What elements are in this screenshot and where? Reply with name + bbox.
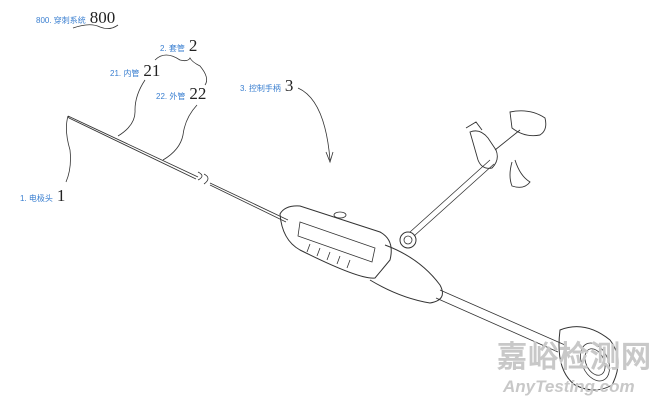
arrow-3	[325, 151, 334, 164]
stopcock	[465, 110, 547, 188]
handle-nose	[279, 205, 392, 279]
label-system: 800. 穿刺系统	[36, 16, 86, 25]
side-arm	[409, 159, 495, 237]
ref-number-1: 1	[56, 186, 66, 205]
watermark-en: AnyTesting.com	[503, 377, 635, 396]
ref-number-800: 800	[89, 8, 116, 27]
tag-outer-tube: 22. 外管 22	[156, 85, 206, 102]
tag-inner-tube: 21. 内管 21	[110, 62, 160, 79]
label-outer-tube: 22. 外管	[156, 92, 186, 101]
rear-shaft	[435, 289, 566, 353]
ref-number-21: 21	[143, 61, 161, 80]
leader-3	[297, 87, 331, 161]
handle-button	[333, 211, 347, 219]
handle-window	[297, 221, 376, 263]
end-cap	[558, 326, 619, 391]
end-cap-ring-inner	[584, 348, 606, 376]
tag-handle: 3. 控制手柄 3	[240, 77, 293, 94]
label-cannula: 2. 套管	[160, 44, 185, 53]
label-electrode: 1. 电极头	[20, 194, 53, 203]
shaft	[209, 182, 289, 223]
label-handle: 3. 控制手柄	[240, 84, 281, 93]
handle-ribs	[306, 243, 351, 269]
leader-21	[117, 79, 146, 137]
label-inner-tube: 21. 内管	[110, 69, 140, 78]
knob	[399, 231, 417, 249]
electrode-tip	[67, 115, 199, 180]
leader-1	[65, 115, 71, 183]
ref-number-2: 2	[188, 36, 198, 55]
knob-center	[403, 235, 413, 245]
leader-22	[162, 104, 198, 161]
break-mark	[197, 171, 209, 185]
brace-2	[154, 54, 208, 86]
tag-system: 800. 穿刺系统 800	[36, 9, 115, 26]
leader-800	[72, 24, 119, 29]
tag-cannula: 2. 套管 2	[160, 37, 197, 54]
end-cap-ring-outer	[580, 342, 610, 382]
watermark-cn: 嘉峪检测网	[497, 340, 650, 375]
ref-number-22: 22	[189, 84, 207, 103]
tag-electrode: 1. 电极头 1	[20, 187, 65, 204]
ref-number-3: 3	[284, 76, 294, 95]
handle-rear	[369, 244, 443, 304]
